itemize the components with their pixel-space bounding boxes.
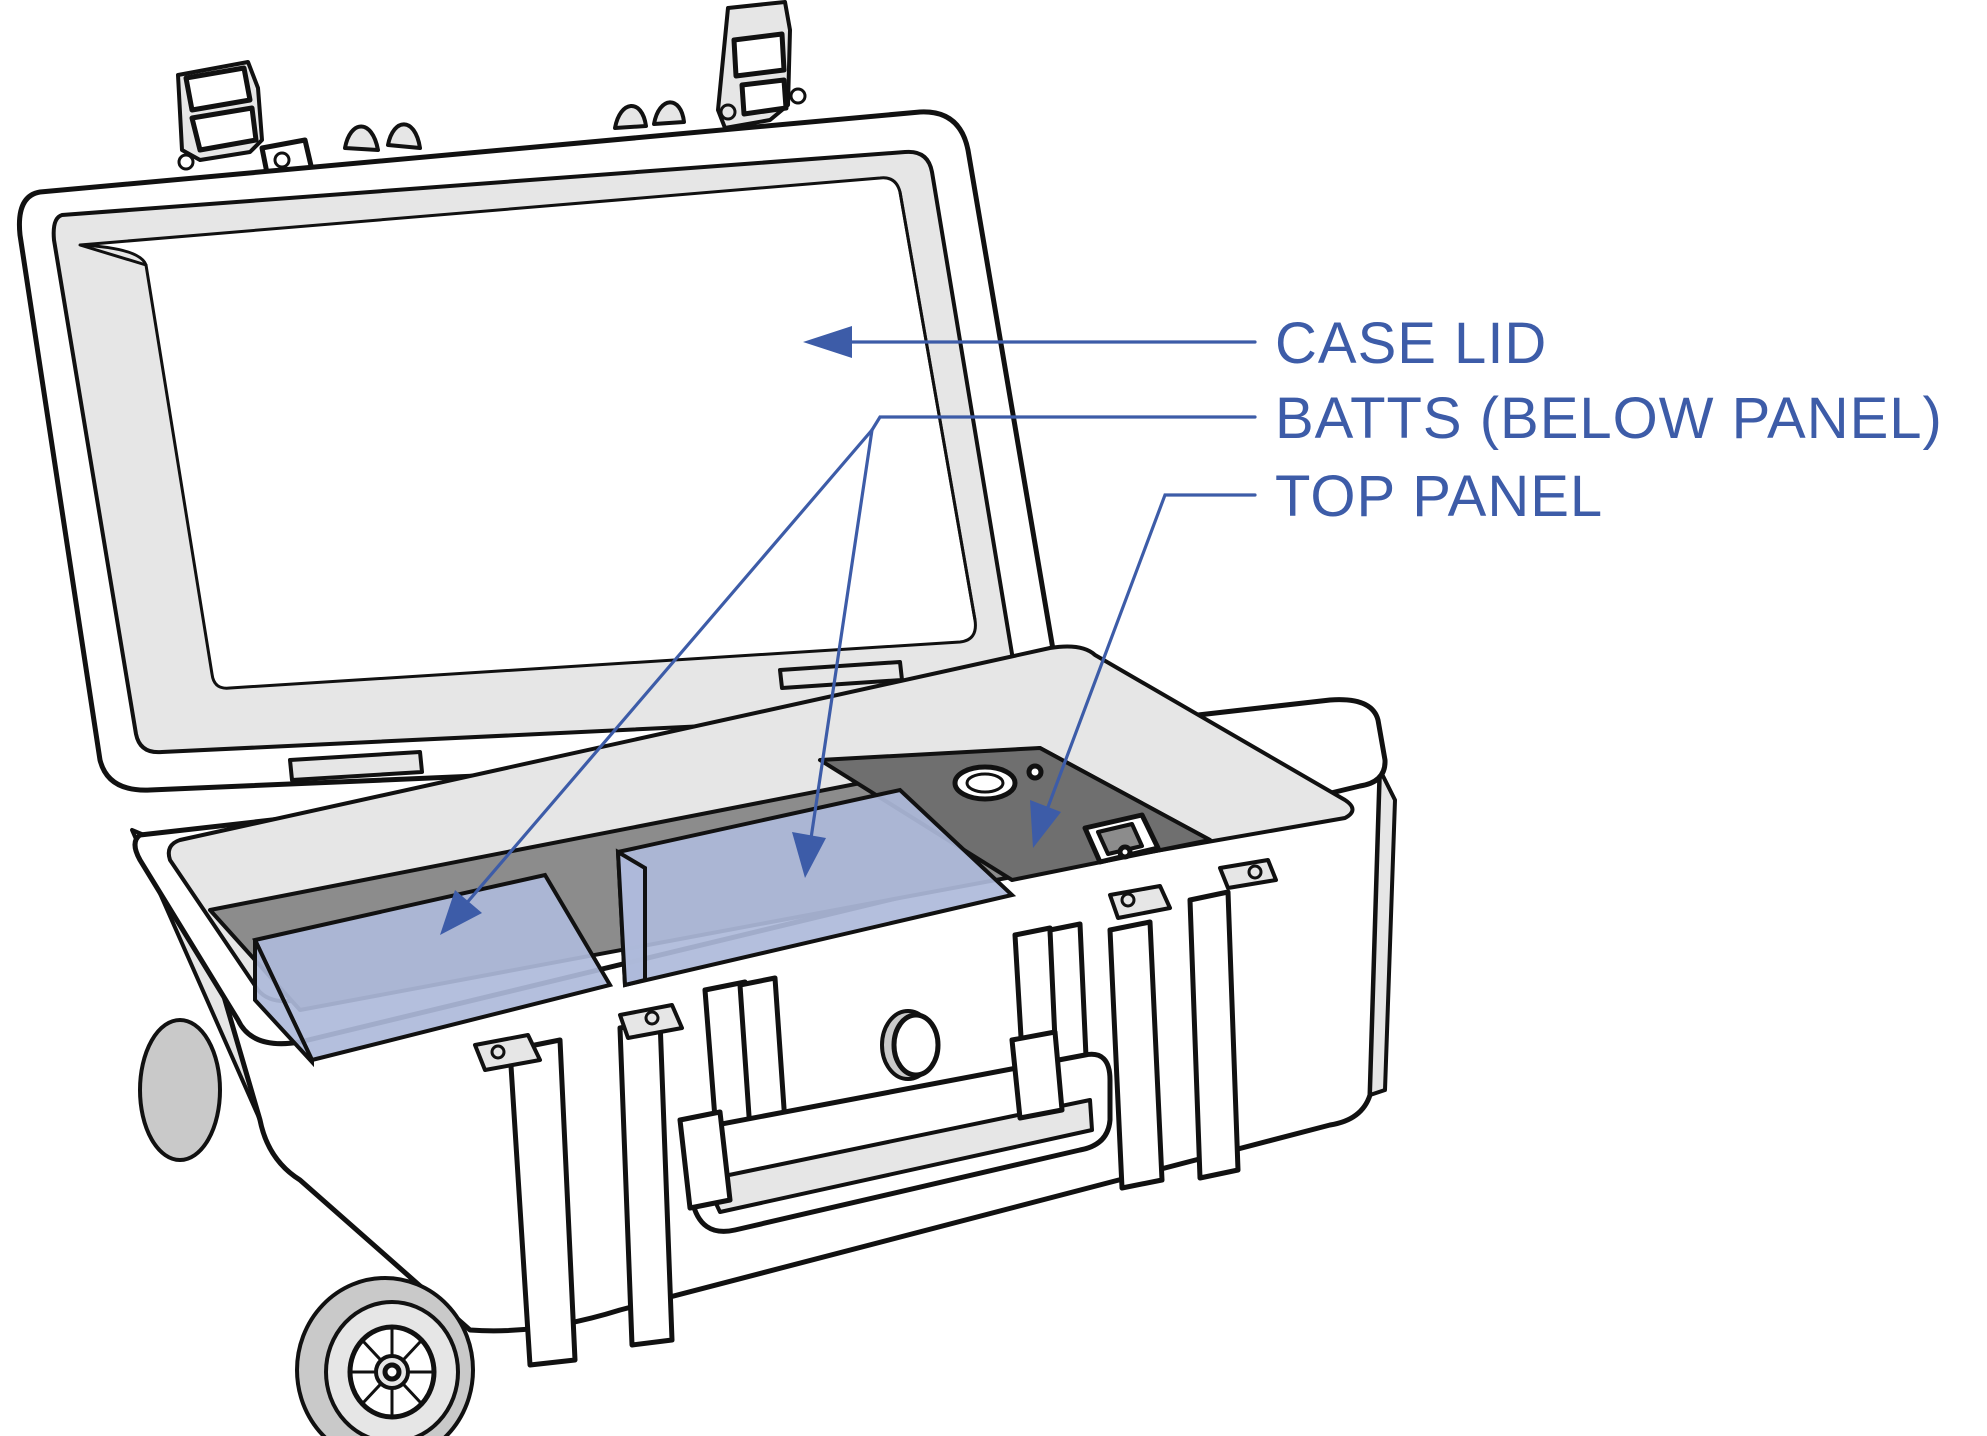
- batts-arrowhead-right: [792, 832, 826, 878]
- batts-leader-base: [870, 415, 1257, 432]
- top-panel-leader: [1043, 493, 1257, 817]
- battery-left: [252, 872, 614, 1068]
- batts-label: BATTS (BELOW PANEL): [1275, 386, 1943, 451]
- case-lid-arrowhead: [803, 326, 852, 358]
- lid-latches: [176, 0, 807, 181]
- batts-arrowhead-left: [440, 890, 482, 935]
- front-hardware: [473, 858, 1278, 1368]
- rear-wheel: [295, 1276, 475, 1436]
- top-panel-label: TOP PANEL: [1275, 464, 1603, 529]
- case-lid-label: CASE LID: [1275, 311, 1547, 376]
- top-panel-arrowhead: [1030, 800, 1061, 848]
- annotation-labels: CASE LID BATTS (BELOW PANEL) TOP PANEL: [1275, 311, 1943, 529]
- wheels: [138, 1018, 475, 1436]
- case-lid: [16, 109, 1068, 793]
- batts-leader-left: [463, 428, 874, 907]
- batteries: [252, 787, 1017, 1068]
- batts-leader-right: [808, 428, 874, 847]
- battery-right: [615, 787, 1017, 988]
- power-switch: [1082, 812, 1161, 865]
- annotation-leaders: [440, 326, 1257, 935]
